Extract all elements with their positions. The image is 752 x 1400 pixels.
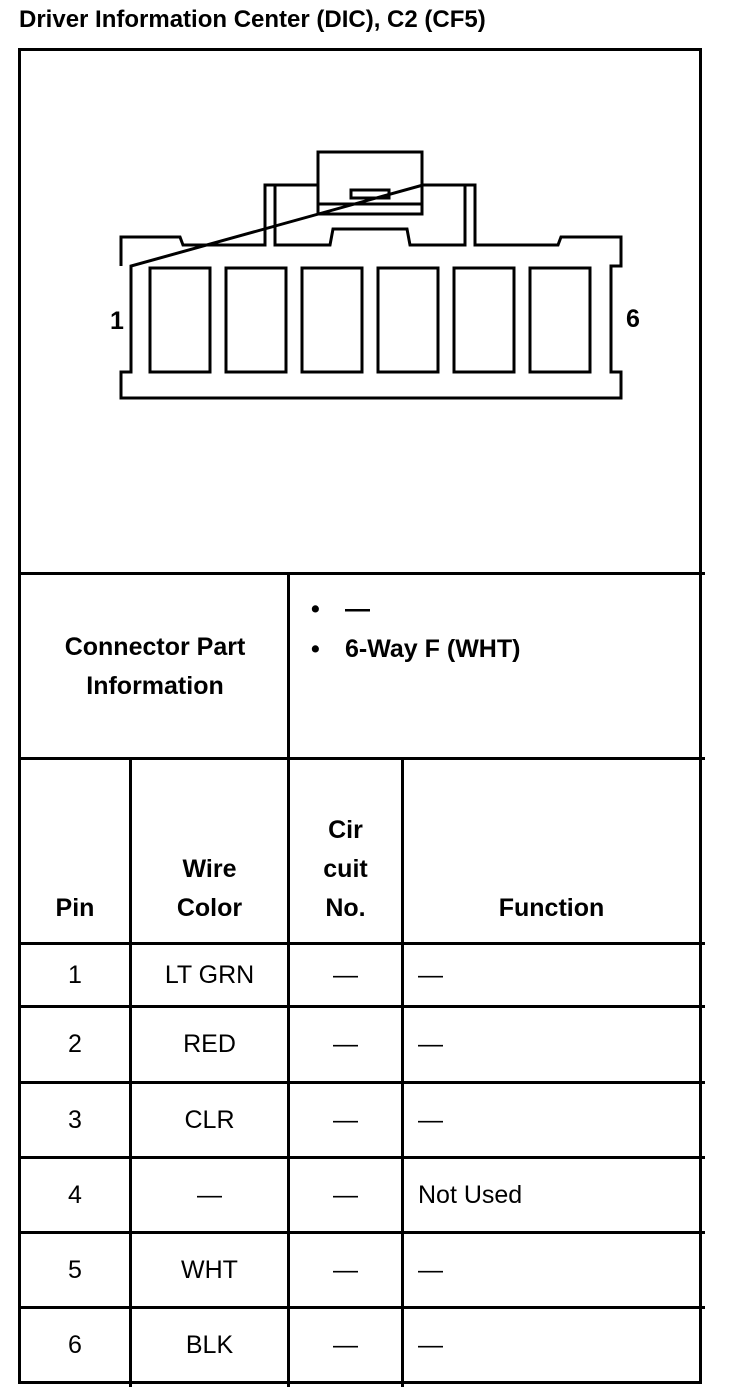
circuit-cell: — (333, 1105, 358, 1134)
pin-1-label: 1 (110, 307, 124, 335)
cavity-5 (452, 266, 516, 374)
header-wire-color: Wire Color (132, 760, 287, 928)
connector-part-label-line1: Connector Part (64, 633, 246, 661)
header-circuit-line3: No. (325, 894, 366, 922)
divider-col-wire-left (129, 757, 132, 1387)
header-circuit-line2: cuit (323, 855, 368, 883)
cavity-4 (376, 266, 440, 374)
pin-6-label: 6 (626, 305, 640, 333)
wire-color-cell: RED (183, 1030, 236, 1058)
connector-part-item-text: — (345, 594, 370, 623)
pin-cell: 4 (68, 1180, 82, 1209)
function-cell: Not Used (418, 1180, 523, 1209)
connector-latch-notch (349, 188, 391, 200)
connector-latch-frame (273, 185, 467, 247)
header-function: Function (404, 760, 699, 928)
bullet-icon: • (311, 594, 320, 623)
pin-cell: 1 (68, 960, 82, 989)
connector-latch-tab (316, 150, 424, 216)
divider-col-circuit-left (287, 572, 290, 1387)
connector-part-item: • 6-Way F (WHT) (311, 629, 520, 669)
header-wire-color-line2: Color (176, 894, 243, 922)
circuit-cell: — (333, 960, 358, 989)
divider-col-function-left (401, 757, 404, 1387)
wire-color-cell: WHT (181, 1255, 238, 1284)
wire-color-cell: BLK (185, 1330, 234, 1359)
circuit-cell: — (333, 1255, 358, 1284)
header-pin: Pin (21, 760, 129, 928)
pin-cell: 3 (68, 1105, 82, 1134)
connector-diagram: 1 6 (110, 150, 640, 400)
cavity-1 (148, 266, 212, 374)
header-function-text: Function (498, 894, 605, 922)
connector-part-item: • — (311, 589, 520, 629)
function-cell: — (418, 1030, 443, 1058)
header-pin-text: Pin (55, 894, 95, 922)
bullet-icon: • (311, 634, 320, 663)
connector-part-label-line2: Information (86, 672, 224, 700)
divider-row-2 (21, 1081, 705, 1084)
wire-color-cell: LT GRN (164, 960, 255, 989)
cavity-2 (224, 266, 288, 374)
wire-color-cell: CLR (184, 1105, 235, 1134)
wire-color-cell: — (197, 1180, 222, 1209)
function-cell: — (418, 1330, 443, 1359)
function-cell: — (418, 960, 443, 989)
cavity-6 (528, 266, 592, 374)
divider-row-3 (21, 1156, 705, 1159)
header-wire-color-line1: Wire (182, 855, 237, 883)
page-title: Driver Information Center (DIC), C2 (CF5… (19, 6, 486, 33)
divider-row-1 (21, 1005, 705, 1008)
pin-cell: 2 (68, 1030, 82, 1058)
circuit-cell: — (333, 1180, 358, 1209)
divider-part-info (21, 757, 705, 760)
divider-row-5 (21, 1306, 705, 1309)
circuit-cell: — (333, 1030, 358, 1058)
connector-part-list: • — • 6-Way F (WHT) (311, 589, 520, 669)
pin-cell: 5 (68, 1255, 82, 1284)
function-cell: — (418, 1105, 443, 1134)
divider-header (21, 942, 705, 945)
circuit-cell: — (333, 1330, 358, 1359)
connector-part-label: Connector Part Information (21, 576, 289, 758)
divider-row-4 (21, 1231, 705, 1234)
connector-housing-outline (119, 183, 623, 400)
connector-part-item-text: 6-Way F (WHT) (345, 634, 521, 663)
cavity-3 (300, 266, 364, 374)
header-circuit-line1: Cir (328, 816, 363, 844)
divider-diagram (21, 572, 705, 575)
connector-sheet: 1 6 Connector Part Information • — • 6-W… (18, 48, 705, 1387)
function-cell: — (418, 1255, 443, 1284)
pin-cell: 6 (68, 1330, 82, 1359)
header-circuit: Cir cuit No. (290, 760, 401, 928)
